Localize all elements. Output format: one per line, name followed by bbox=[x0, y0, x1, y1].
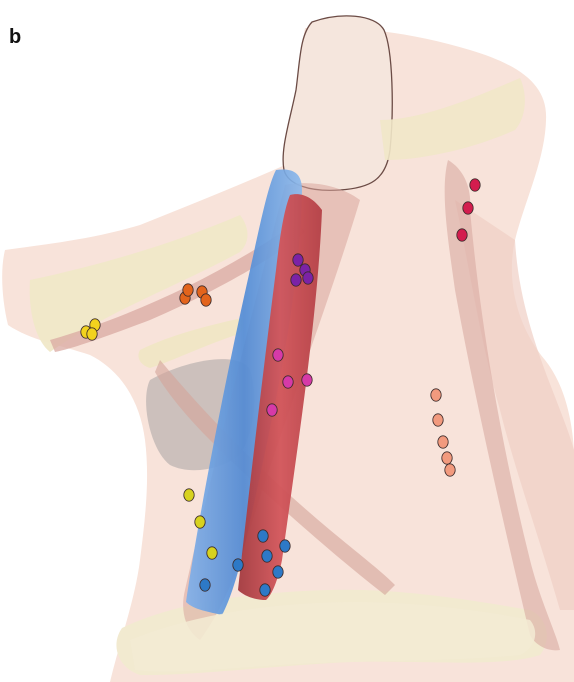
level-iii-node bbox=[283, 376, 293, 388]
level-iii-node bbox=[273, 349, 283, 361]
level-iii-node bbox=[302, 374, 312, 386]
level-iii-node bbox=[267, 404, 277, 416]
level-vb-node bbox=[438, 436, 448, 448]
level-ib-node bbox=[183, 284, 193, 296]
level-iv-deep-node bbox=[280, 540, 290, 552]
level-va-node bbox=[457, 229, 467, 241]
skull-base bbox=[283, 16, 392, 190]
level-iia-node bbox=[293, 254, 303, 266]
level-iv-deep-node bbox=[260, 584, 270, 596]
level-vb-node bbox=[433, 414, 443, 426]
level-iv-deep-node bbox=[233, 559, 243, 571]
level-vb-node bbox=[431, 389, 441, 401]
level-iia-node bbox=[303, 272, 313, 284]
level-va-node bbox=[463, 202, 473, 214]
level-iv-node bbox=[207, 547, 217, 559]
level-iv-node bbox=[184, 489, 194, 501]
level-iv-deep-node bbox=[262, 550, 272, 562]
level-iia-node bbox=[291, 274, 301, 286]
level-iv-node bbox=[195, 516, 205, 528]
level-vb-node bbox=[442, 452, 452, 464]
level-va-node bbox=[470, 179, 480, 191]
level-iv-deep-node bbox=[273, 566, 283, 578]
level-iv-deep-node bbox=[258, 530, 268, 542]
level-iv-deep-node bbox=[200, 579, 210, 591]
level-ib-node bbox=[201, 294, 211, 306]
level-ia-node bbox=[87, 328, 97, 340]
level-vb-node bbox=[445, 464, 455, 476]
